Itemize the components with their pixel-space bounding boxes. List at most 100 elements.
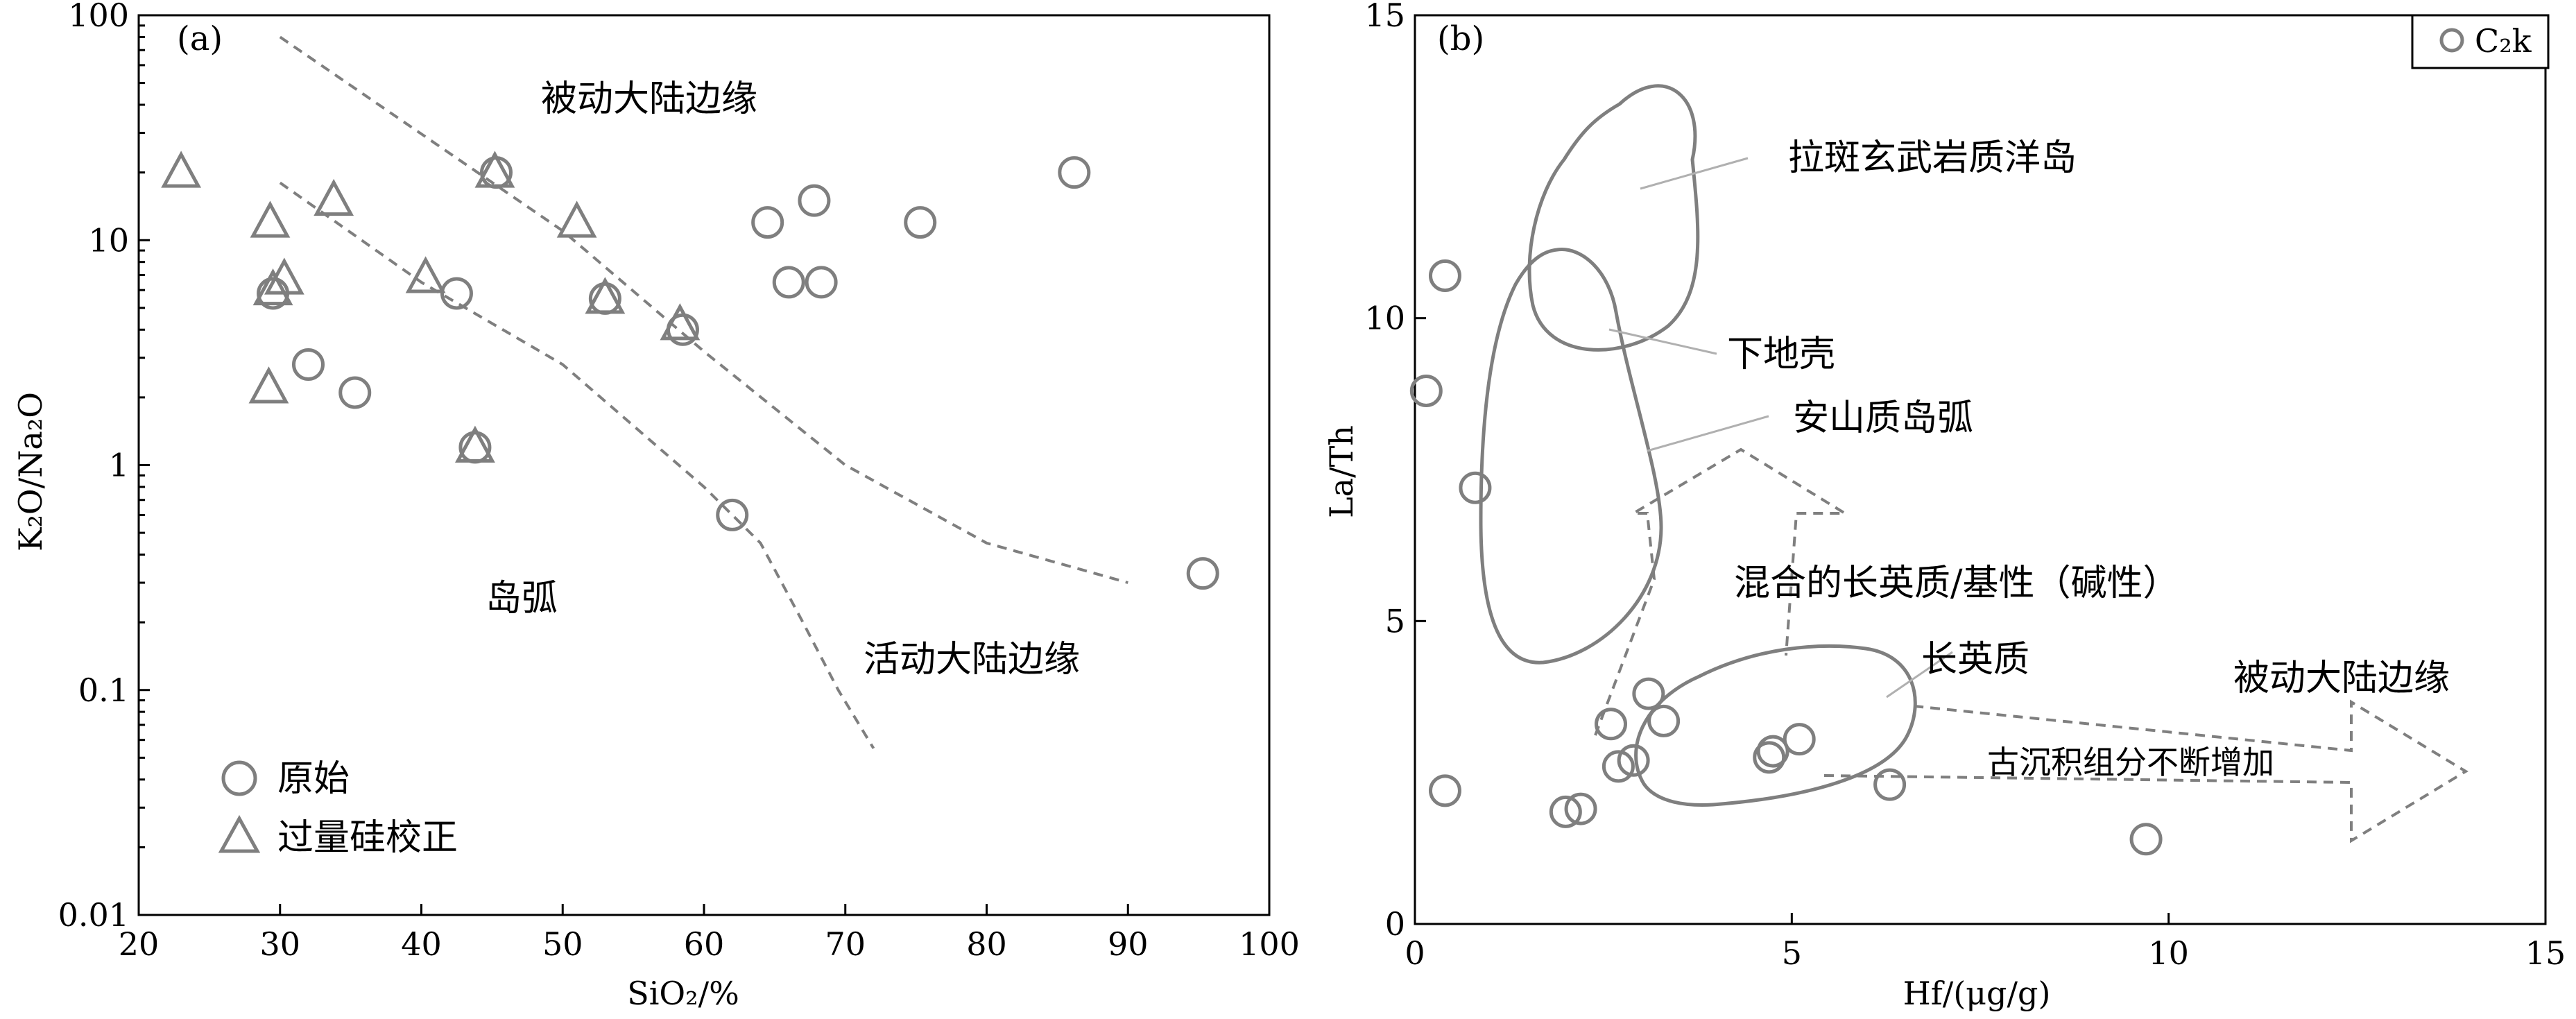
data-point-silica-corrected (314, 178, 354, 216)
legend-label-original: 原始 (277, 758, 350, 800)
y-tick-label: 0.01 (58, 896, 129, 934)
data-point-silica-corrected (250, 200, 291, 238)
data-point-c2k (1409, 374, 1443, 407)
data-point-c2k (1617, 744, 1650, 777)
boundary-line-1 (279, 35, 1128, 584)
field-label-andesitic-arc: 安山质岛弧 (1793, 397, 1973, 439)
data-point-silica-corrected (252, 268, 293, 306)
y-tick-label: 100 (68, 0, 129, 34)
y-tick-label: 5 (1385, 602, 1405, 640)
legend-circle-marker (221, 760, 257, 796)
panel-b-y-axis-label: La/Th (1323, 425, 1360, 518)
y-tick-label: 1 (109, 447, 129, 484)
panel-b-x-axis-label: Hf/(μg/g) (1903, 975, 2051, 1012)
data-point-original (751, 206, 784, 239)
region-island-arc-label: 岛弧 (486, 578, 558, 619)
panel-b-label: (b) (1437, 19, 1484, 58)
data-point-c2k (1428, 259, 1461, 293)
data-point-c2k (1873, 768, 1907, 801)
panel-a-ticks (137, 14, 1271, 916)
data-point-original (1058, 156, 1091, 189)
data-point-silica-corrected (556, 200, 597, 238)
data-point-original (798, 184, 831, 217)
x-tick-label: 40 (401, 925, 442, 963)
data-point-c2k (1753, 741, 1786, 774)
leader-line-lower-crust (1608, 328, 1717, 355)
x-tick-label: 80 (966, 925, 1007, 963)
data-point-c2k (1549, 795, 1582, 828)
data-point-c2k (1564, 792, 1597, 825)
data-point-c2k (2129, 823, 2163, 856)
field-felsic (1634, 644, 1917, 807)
panel-a-label: (a) (177, 19, 223, 58)
legend-circle-marker (2439, 28, 2464, 53)
y-tick-label: 15 (1364, 0, 1405, 34)
legend-triangle-marker (218, 814, 261, 853)
leader-line-andesitic-arc (1647, 415, 1769, 452)
x-tick-label: 90 (1108, 925, 1149, 963)
region-passive-margin-label: 被动大陆边缘 (541, 78, 757, 120)
data-point-c2k (1756, 735, 1789, 768)
data-point-original (440, 277, 473, 310)
data-point-c2k (1632, 677, 1665, 710)
x-tick-label: 70 (825, 925, 866, 963)
y-tick-label: 10 (88, 221, 129, 259)
data-point-original (338, 376, 372, 409)
passive-margin-trend-arrow (1823, 699, 2468, 844)
label-passive-margin: 被动大陆边缘 (2233, 658, 2450, 699)
x-tick-label: 5 (1782, 934, 1802, 972)
data-point-silica-corrected (474, 151, 515, 188)
panel-a-y-axis-label: K₂O/Na₂O (12, 392, 49, 551)
label-ancient-sediment-increase: 古沉积组分不断增加 (1987, 744, 2274, 781)
y-tick-label: 0.1 (78, 671, 129, 709)
data-point-silica-corrected (585, 277, 626, 314)
x-tick-label: 15 (2525, 934, 2566, 972)
data-point-original (716, 498, 749, 531)
upward-mixing-arrow (1594, 447, 1851, 736)
data-point-silica-corrected (660, 303, 701, 341)
data-point-c2k (1602, 750, 1635, 783)
leader-line-felsic (1886, 651, 1953, 699)
x-tick-label: 0 (1405, 934, 1425, 972)
y-tick-label: 10 (1364, 300, 1405, 337)
field-label-tholeiitic-ocean-island: 拉斑玄武岩质洋岛 (1788, 137, 2077, 179)
data-point-original (292, 348, 325, 382)
panel-a-x-axis-label: SiO₂/% (627, 975, 739, 1012)
data-point-original (805, 266, 838, 299)
panel-b-points (1409, 259, 2163, 856)
data-point-c2k (1783, 723, 1816, 756)
field-label-felsic: 长英质 (1921, 639, 2029, 680)
field-lower-crust-andesitic-arc (1479, 248, 1663, 665)
x-tick-label: 30 (259, 925, 300, 963)
data-point-c2k (1595, 708, 1628, 741)
data-point-original (772, 266, 805, 299)
data-point-silica-corrected (455, 425, 495, 463)
x-tick-label: 100 (1239, 925, 1300, 963)
legend-label-c2k: C₂k (2475, 22, 2532, 60)
data-point-silica-corrected (264, 257, 304, 295)
x-tick-label: 50 (542, 925, 583, 963)
panel-b-tick-labels: 0 5 10 15 0 5 10 15 (1364, 0, 2566, 972)
data-point-c2k (1647, 704, 1681, 737)
data-point-c2k (1459, 471, 1492, 504)
boundary-line-2 (279, 181, 875, 749)
panel-a-points (161, 151, 1219, 590)
data-point-silica-corrected (405, 256, 446, 293)
panel-b: 0 5 10 15 0 5 10 15 (b) La/Th Hf/(μg/g) 拉斑玄武岩质洋… (1323, 0, 2566, 1012)
leader-line-ocean-island (1640, 157, 1749, 190)
label-mixed-felsic-basic: 混合的长英质/基性（碱性） (1734, 563, 2179, 604)
panel-b-frame (1414, 14, 2547, 925)
legend-label-silica-corrected: 过量硅校正 (277, 817, 458, 859)
field-label-lower-crust: 下地壳 (1727, 334, 1835, 375)
y-tick-label: 0 (1385, 905, 1405, 943)
x-tick-label: 20 (119, 925, 160, 963)
x-tick-label: 10 (2148, 934, 2189, 972)
data-point-c2k (1428, 774, 1461, 807)
data-point-original (1186, 557, 1219, 590)
data-point-silica-corrected (161, 151, 202, 188)
panel-b-ticks (1414, 14, 2547, 925)
panel-b-legend: C₂k (2411, 14, 2550, 69)
field-tholeiitic-ocean-island (1527, 84, 1700, 352)
